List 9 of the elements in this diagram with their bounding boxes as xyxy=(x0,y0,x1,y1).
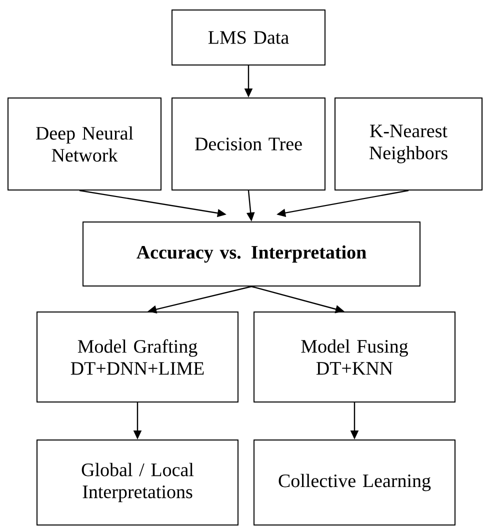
process-box: Model Fusing DT+KNN xyxy=(254,312,456,402)
process-box: Collective Learning xyxy=(254,440,456,526)
process-box: Accuracy vs. Interpretation xyxy=(82,222,420,286)
process-box: Deep Neural Network xyxy=(8,98,162,190)
process-box: LMS Data xyxy=(172,10,326,66)
process-box: Global / Local Interpretations xyxy=(36,440,238,526)
process-box: K-Nearest Neighbors xyxy=(334,98,482,190)
process-box: Decision Tree xyxy=(172,98,326,190)
process-box: Model Grafting DT+DNN+LIME xyxy=(36,312,238,402)
